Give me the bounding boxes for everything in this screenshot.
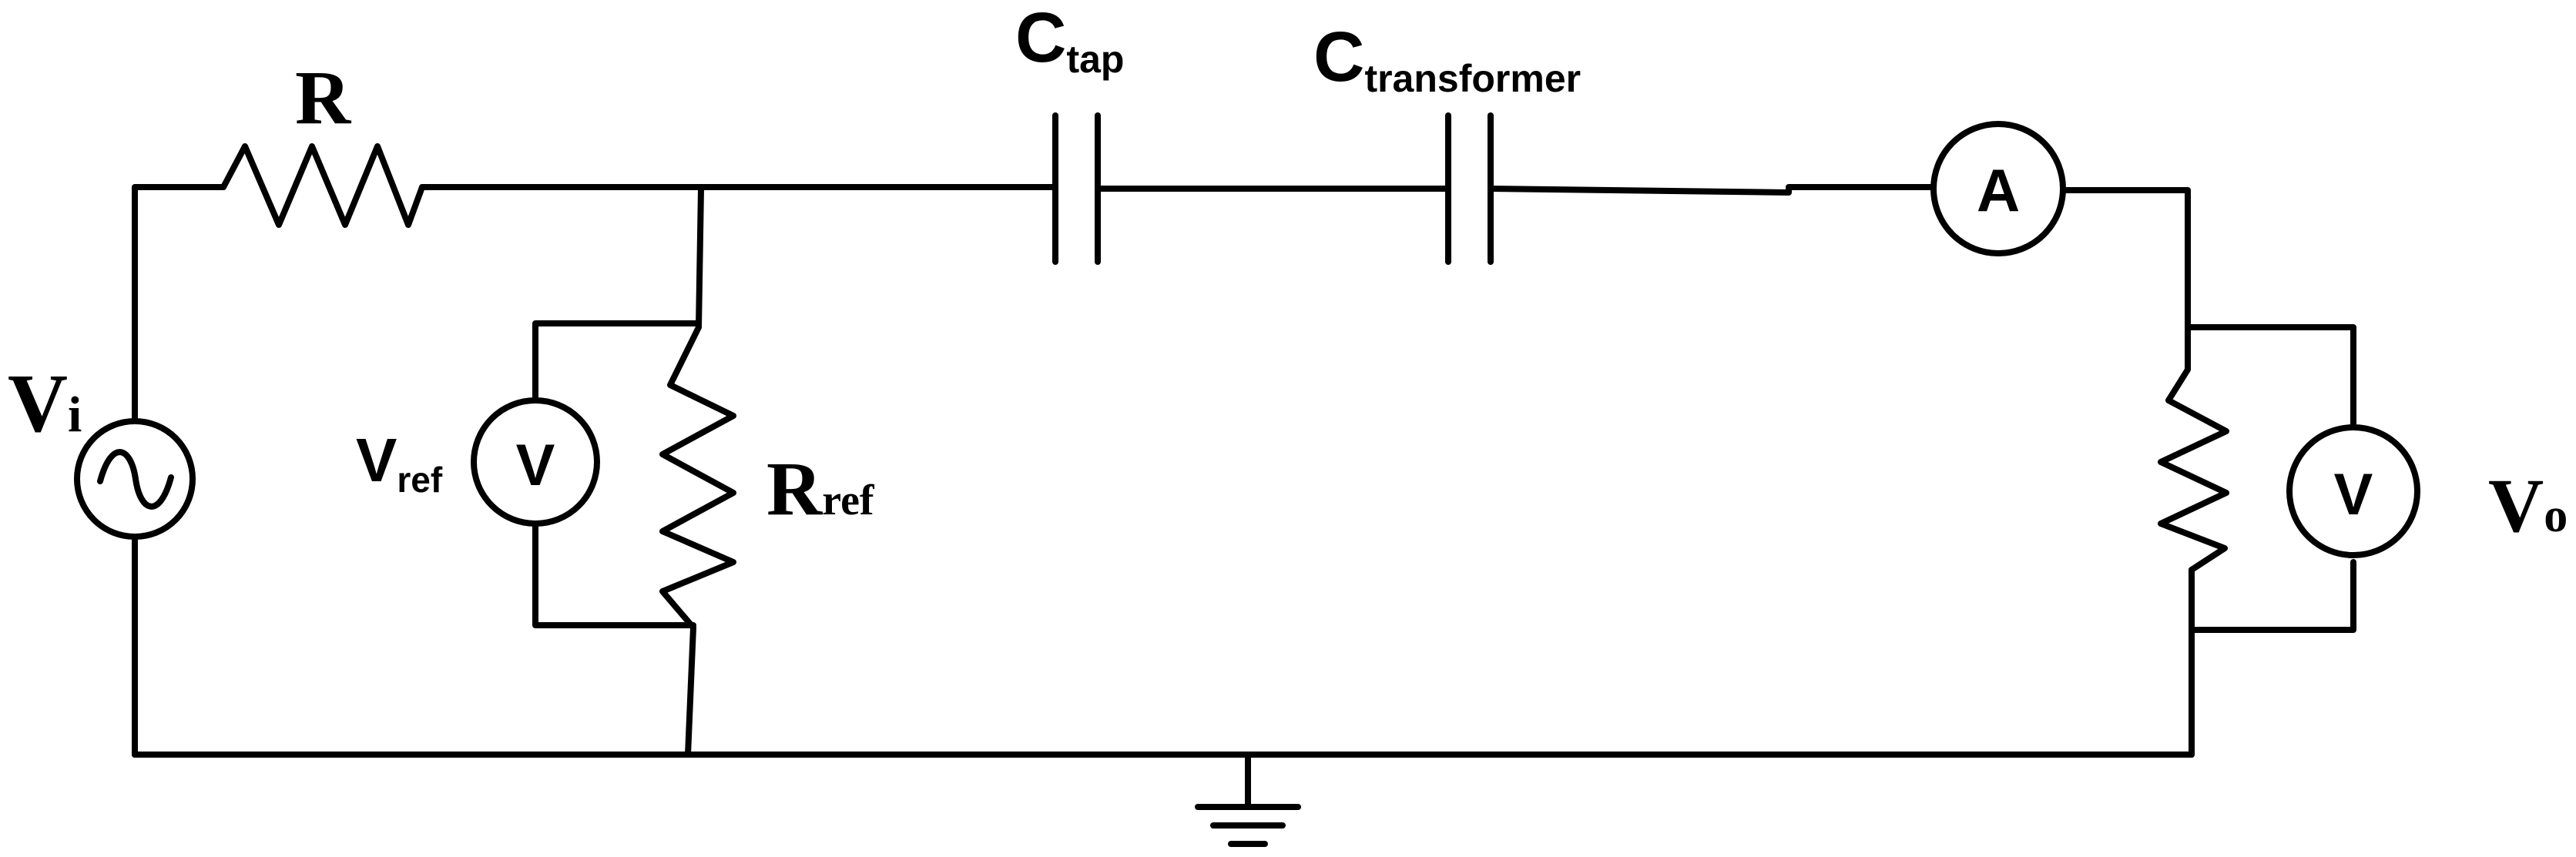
voltmeter-output-icon: V [2286, 424, 2420, 558]
wire-vo-top [2185, 324, 2356, 430]
wire-ref-branch-lower [685, 624, 696, 758]
label-vi: Vi [8, 358, 82, 450]
label-vo: Vo [2488, 463, 2568, 548]
label-c-transformer: Ctransformer [1313, 18, 1581, 100]
wire-ammeter-to-right [2060, 187, 2191, 330]
resistor-r-icon [220, 143, 425, 228]
label-v-ref: Vref [356, 426, 443, 500]
resistor-rref-icon [659, 324, 736, 631]
vref-meter-label: V [516, 433, 555, 498]
resistor-output-icon [2158, 324, 2229, 573]
label-c-tap: Ctap [1015, 0, 1124, 81]
label-r: R [295, 55, 352, 140]
wires [132, 184, 2356, 758]
voltmeter-ref-icon: V [471, 397, 600, 527]
label-r-ref: Rref [766, 446, 875, 531]
ground-icon [1195, 752, 1301, 847]
wire-vref-top [532, 320, 702, 400]
capacitor-ctap-icon [1052, 112, 1101, 265]
ac-voltage-source-icon [74, 418, 196, 540]
wire-ctrans-to-ammeter [1488, 184, 1937, 196]
wire-vo-bottom [2189, 559, 2356, 633]
wire-ref-branch [696, 186, 704, 330]
ammeter-label: A [1977, 156, 2020, 224]
vo-meter-label: V [2334, 462, 2373, 527]
ammeter-icon: A [1930, 121, 2066, 256]
wire-vref-bottom [532, 513, 696, 628]
capacitor-ctransformer-icon [1445, 112, 1494, 265]
